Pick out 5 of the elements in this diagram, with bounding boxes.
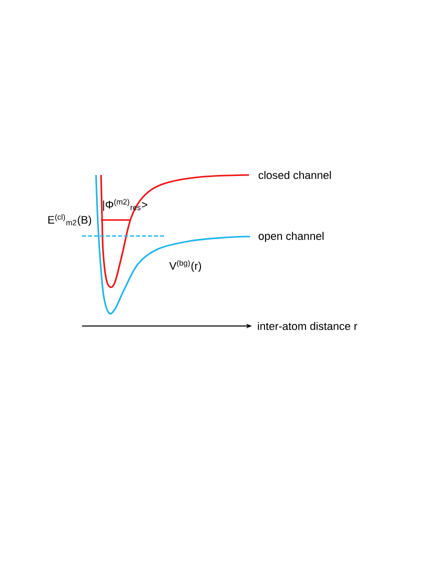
curve-label: closed channel [258,170,331,180]
curve-label: V$^{(bg)}$(r) [169,260,202,272]
curve-label: open channel [258,232,324,242]
axis-label: inter-atom distance r [258,322,358,330]
curve-label: E$^{(cl)}$$_{m2}$(B) [48,214,92,226]
